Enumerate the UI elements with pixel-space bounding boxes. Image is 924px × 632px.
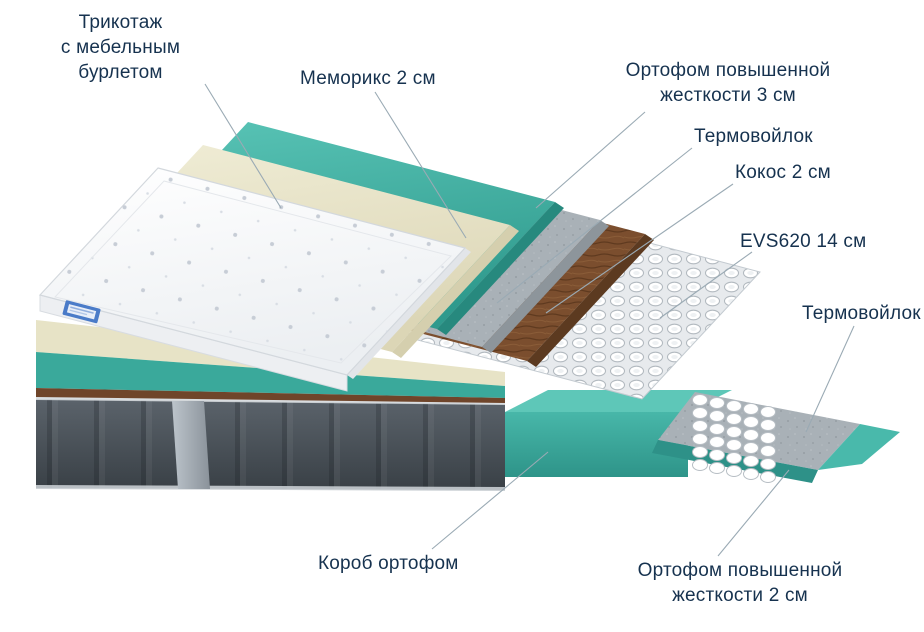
bottom-cutaway	[505, 390, 900, 483]
knit-cover-layer	[38, 167, 471, 392]
orthofoam-box-top	[505, 390, 732, 412]
label-knit-cover: Трикотаж с мебельным бурлетом	[60, 12, 181, 84]
mattress-base	[36, 396, 505, 491]
coconut-layer-edge	[527, 234, 654, 367]
leader-memorix	[374, 91, 467, 239]
leader-lines	[204, 83, 855, 557]
coconut-front-strip	[36, 388, 505, 403]
label-memorix: Меморикс 2 см	[300, 68, 436, 89]
label-spring-block: EVS620 14 см	[740, 231, 867, 252]
leader-thermofelt-lower	[805, 325, 855, 433]
orthofoam-front-strip	[36, 352, 505, 398]
label-orthofoam2: Ортофом повышенной жесткости 2 см	[637, 560, 843, 607]
label-orthofoam3: Ортофом повышенной жесткости 3 см	[625, 60, 831, 107]
orthofoam3-edge	[437, 202, 564, 335]
label-thermofelt-lower: Термовойлок	[802, 303, 921, 324]
thermofelt-upper-edge	[482, 220, 609, 353]
layer-fan	[38, 122, 761, 400]
base-bottom-piping	[36, 485, 505, 491]
cover-right-edge	[347, 248, 471, 379]
leader-spring-block	[659, 251, 753, 319]
orthofoam-box-front	[505, 412, 688, 477]
cover-inner-seam	[54, 180, 452, 364]
thermofelt-lower-slab	[658, 392, 860, 470]
leader-knit-cover	[204, 83, 282, 209]
base-handle-strap	[172, 401, 210, 489]
leader-orthofoam-box	[431, 451, 549, 550]
brand-tag	[62, 300, 101, 324]
label-orthofoam-box: Короб ортофом	[318, 553, 459, 574]
leader-orthofoam2	[717, 469, 790, 557]
leader-orthofoam3	[535, 111, 646, 209]
cover-quilt-pattern	[40, 168, 465, 375]
label-thermofelt-upper: Термовойлок	[694, 126, 813, 147]
leader-thermofelt-upper	[496, 147, 693, 304]
orthofoam2-tip	[818, 424, 900, 470]
memorix-edge	[392, 225, 519, 358]
leader-coconut	[545, 183, 734, 314]
label-coconut: Кокос 2 см	[735, 162, 831, 183]
base-fabric-stripes	[36, 399, 505, 490]
